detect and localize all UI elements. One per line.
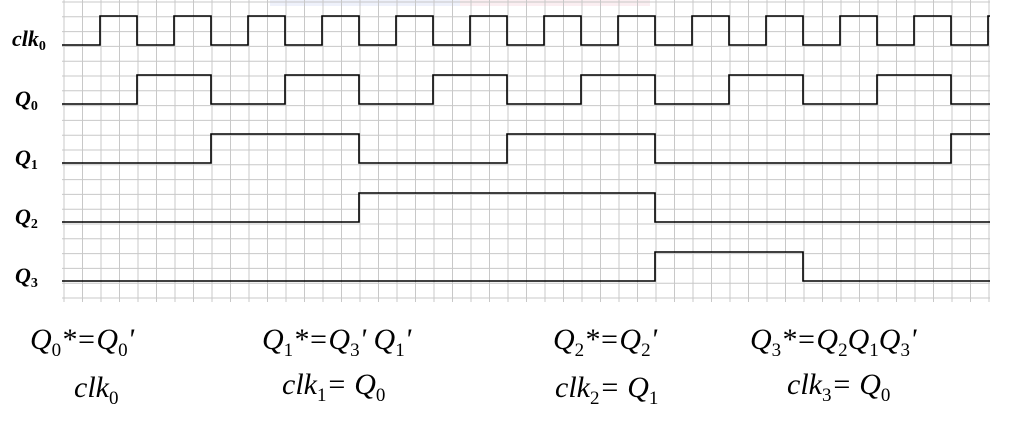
waveform-clk0 xyxy=(62,15,990,46)
signal-label-q3: Q3 xyxy=(15,263,38,291)
top-tab-pink xyxy=(460,0,650,6)
signal-label-q1: Q1 xyxy=(15,145,38,173)
waveform-q2 xyxy=(62,192,990,223)
waveform-q3 xyxy=(62,251,990,282)
waveform-q1 xyxy=(62,133,990,164)
equation-q2-next: Q2*=Q2' xyxy=(553,323,658,361)
equation-clk3: clk3= Q0 xyxy=(787,368,891,406)
signal-label-q0: Q0 xyxy=(15,86,38,114)
equation-clk2: clk2= Q1 xyxy=(555,371,659,409)
signal-label-clk0: clk0 xyxy=(12,26,46,54)
waveform-q0 xyxy=(62,74,990,105)
waveforms xyxy=(62,15,990,282)
timing-diagram xyxy=(62,0,990,302)
grid xyxy=(62,0,990,302)
top-tab-blue xyxy=(270,0,460,6)
equation-clk1: clk1= Q0 xyxy=(282,368,386,406)
equation-q0-next: Q0*=Q0' xyxy=(30,323,135,361)
equation-q3-next: Q3*=Q2Q1Q3' xyxy=(750,323,917,361)
signal-label-q2: Q2 xyxy=(15,204,38,232)
equation-q1-next: Q1*=Q3' Q1' xyxy=(262,323,412,361)
equation-clk0: clk0 xyxy=(74,371,119,409)
